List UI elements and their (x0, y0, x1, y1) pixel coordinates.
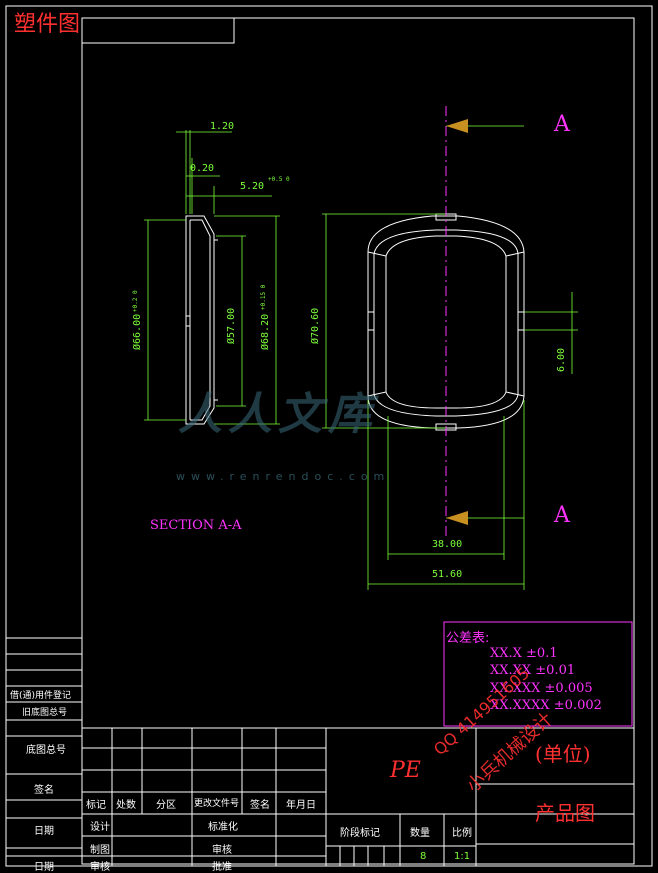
revision-header: 年月日 (286, 800, 316, 811)
left-col-label: 旧底图总号 (22, 708, 68, 718)
left-col-label: 签名 (34, 785, 54, 796)
approval-label: 批准 (212, 862, 232, 873)
unit-label: (单位) (535, 742, 591, 766)
drawing-title: 塑件图 (14, 12, 81, 37)
approval-label: 设计 (90, 822, 110, 833)
revision-header: 更改文件号 (194, 799, 240, 809)
left-col-label: 底图总号 (26, 745, 66, 756)
dim-depth-tol: +0.5 0 (268, 176, 290, 183)
stage-header: 数量 (410, 828, 430, 839)
drawing-name: 产品图 (535, 801, 595, 825)
dim-width-inner: 38.00 (432, 539, 463, 550)
scale-value: 1:1 (454, 851, 471, 862)
plan-dimension-lines (322, 125, 578, 590)
drawing-frame (5, 5, 653, 867)
left-col-label: 日期 (34, 862, 54, 873)
left-col-label: 借(通)用件登记 (10, 691, 72, 701)
watermark-logo: 人人文库 (178, 389, 378, 440)
dim-outer-dia: Ø66.00 (132, 313, 143, 350)
left-col-label: 日期 (34, 826, 54, 837)
dim-mid-dia: Ø68.20 (260, 313, 271, 350)
revision-header: 处数 (116, 800, 136, 811)
section-marker-top: A (554, 112, 570, 137)
dim-thickness: 1.20 (210, 121, 235, 132)
tolerance-row: XX.XXX ±0.005 (490, 681, 593, 696)
section-label: SECTION A-A (150, 518, 242, 533)
stage-header: 比例 (452, 828, 472, 839)
revision-header: 标记 (86, 800, 106, 811)
watermark-url: www.renrendoc.com (176, 470, 391, 483)
title-block-grid (6, 653, 634, 866)
side-section-view (185, 215, 218, 425)
dim-mid-dia-tol: +0.15 0 (260, 284, 267, 310)
revision-header: 签名 (250, 800, 270, 811)
dim-step: 0.20 (190, 163, 215, 174)
approval-label: 审核 (90, 862, 110, 873)
quantity-value: 8 (420, 851, 427, 862)
dim-plan-dia: Ø70.60 (310, 307, 321, 344)
tolerance-title: 公差表: (446, 631, 490, 646)
approval-label: 审核 (212, 845, 232, 856)
plan-view (367, 213, 525, 431)
tolerance-row: XX.X ±0.1 (490, 646, 558, 661)
tolerance-row: XX.XX ±0.01 (490, 663, 576, 678)
dim-width-outer: 51.60 (432, 569, 463, 580)
dim-outer-dia-tol: +0.2 0 (132, 290, 139, 312)
material-label: PE (390, 758, 421, 783)
section-arrows (446, 119, 468, 525)
side-dimension-lines (144, 130, 280, 425)
dim-slot-height: 6.00 (556, 347, 567, 372)
dim-depth: 5.20 (240, 181, 265, 192)
stage-header: 阶段标记 (340, 828, 380, 839)
tolerance-row: XX.XXXX ±0.002 (490, 698, 602, 713)
revision-header: 分区 (156, 800, 176, 811)
section-marker-bottom: A (554, 503, 570, 528)
tolerance-box (443, 621, 633, 727)
approval-label: 制图 (90, 845, 110, 856)
approval-label: 标准化 (208, 822, 238, 833)
dim-inner-dia: Ø57.00 (226, 307, 237, 344)
